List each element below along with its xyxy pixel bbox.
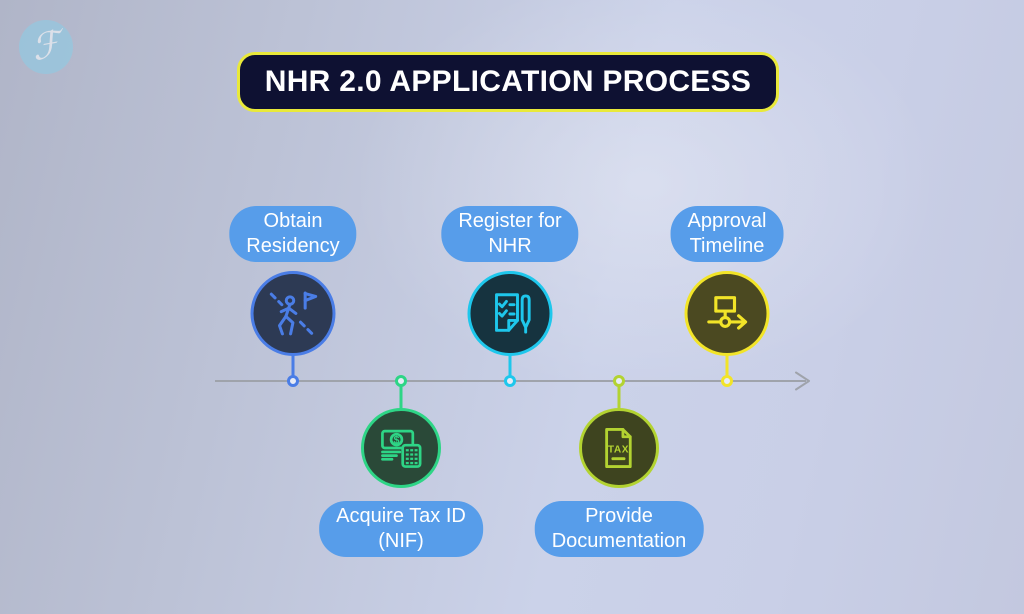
money-calculator-icon: $ <box>361 408 441 488</box>
checklist-pen-icon <box>467 271 553 356</box>
walking-person-flag-icon <box>250 271 336 356</box>
step-label-line2: (NIF) <box>378 530 424 552</box>
svg-text:$: $ <box>394 435 400 447</box>
connector-stem <box>725 355 729 376</box>
step-label-line1: Acquire Tax ID <box>336 505 466 527</box>
page-title: NHR 2.0 APPLICATION PROCESS <box>264 65 752 98</box>
timeline-node <box>721 375 733 387</box>
timeline-node <box>613 375 625 387</box>
step-label-line2: Documentation <box>551 530 687 552</box>
step-label-pill: Acquire Tax ID (NIF) <box>319 501 483 557</box>
script-letter-logo-icon: ℱ <box>28 23 64 70</box>
step-label-line1: Obtain <box>263 210 323 232</box>
step-label-line2: Residency <box>246 235 340 257</box>
timeline-node <box>395 375 407 387</box>
flowchart-arrow-icon <box>684 271 770 356</box>
step-label-line1: Provide <box>585 505 653 527</box>
title-banner: NHR 2.0 APPLICATION PROCESS <box>237 52 779 112</box>
connector-stem <box>291 355 295 376</box>
step-label-pill: Approval Timeline <box>670 206 784 262</box>
step-label-line1: Register for <box>458 210 562 232</box>
arrowhead-icon <box>795 371 810 391</box>
step-label-pill: Register for NHR <box>441 206 579 262</box>
connector-stem <box>508 355 512 376</box>
step-label-pill: Obtain Residency <box>229 206 357 262</box>
step-label-line2: Timeline <box>689 235 765 257</box>
svg-text:TAX: TAX <box>608 445 629 456</box>
step-label-pill: Provide Documentation <box>534 501 704 557</box>
brand-logo: ℱ <box>19 20 73 74</box>
step-label-line2: NHR <box>488 235 532 257</box>
connector-stem <box>399 386 403 409</box>
tax-document-icon: TAX <box>579 408 659 488</box>
connector-stem <box>617 386 621 409</box>
timeline-node <box>287 375 299 387</box>
timeline-node <box>504 375 516 387</box>
step-label-line1: Approval <box>687 210 767 232</box>
